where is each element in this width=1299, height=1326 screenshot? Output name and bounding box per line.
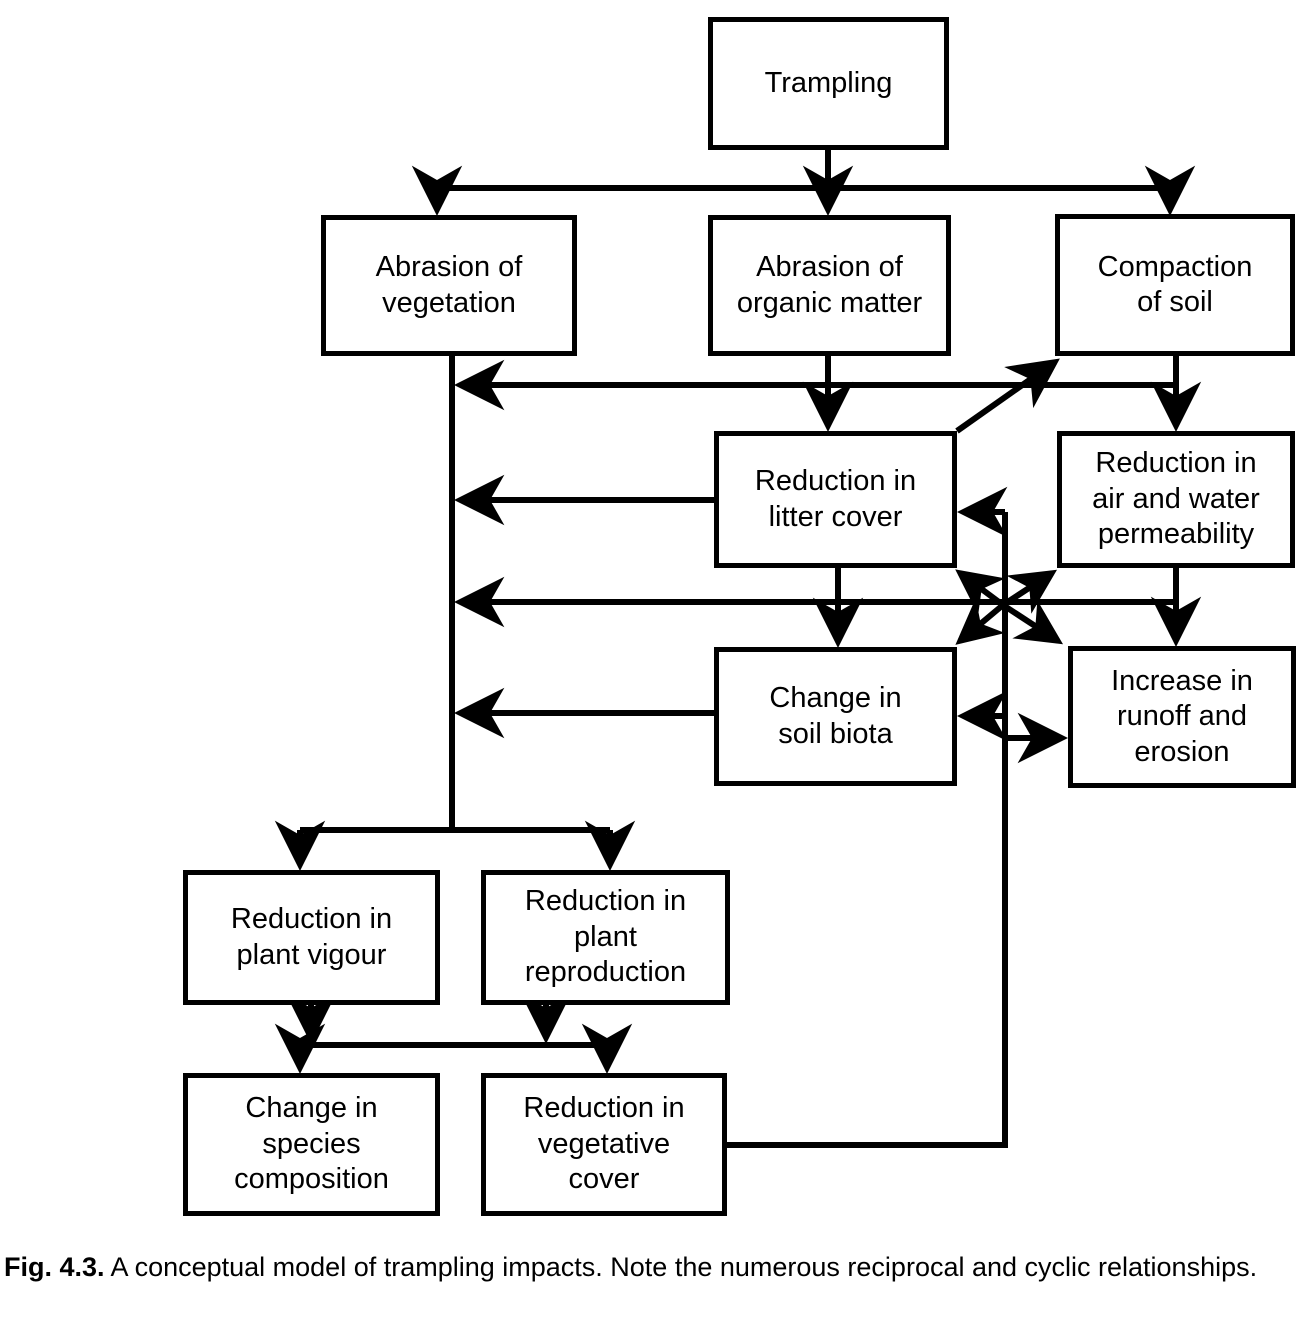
node-change-in-species-composition[interactable]: Change in species composition (183, 1073, 440, 1216)
node-compaction-of-soil-label: Compaction of soil (1097, 250, 1253, 318)
node-abrasion-of-organic-matter[interactable]: Abrasion of organic matter (708, 215, 951, 356)
node-trampling[interactable]: Trampling (708, 17, 949, 150)
edge-hub-to-soil-biota-diagonal (955, 598, 1005, 645)
node-reduction-in-plant-vigour[interactable]: Reduction in plant vigour (183, 870, 440, 1005)
node-reduction-in-plant-reproduction[interactable]: Reduction in plant reproduction (481, 870, 730, 1005)
node-reduction-in-plant-reproduction-label: Reduction in plant reproduction (524, 885, 687, 989)
edge-hub-to-permeability-diagonal (1001, 569, 1058, 614)
edge-veg-cover-feedback-riser (727, 512, 1008, 1148)
node-change-in-soil-biota-label: Change in soil biota (769, 682, 902, 750)
edge-hub-to-runoff-diagonal (1001, 600, 1064, 645)
node-compaction-of-soil[interactable]: Compaction of soil (1055, 214, 1295, 356)
flowchart-connectors (274, 150, 1202, 1148)
node-reduction-in-air-and-water-permeability-label: Reduction in air and water permeability (1092, 447, 1260, 551)
node-reduction-in-litter-cover[interactable]: Reduction in litter cover (714, 431, 957, 568)
figure-number: Fig. 4.3. (4, 1252, 105, 1282)
edge-litter-to-compaction-diagonal (955, 358, 1060, 434)
node-increase-in-runoff-and-erosion-label: Increase in runoff and erosion (1111, 664, 1253, 768)
node-increase-in-runoff-and-erosion[interactable]: Increase in runoff and erosion (1068, 646, 1296, 788)
node-abrasion-of-vegetation[interactable]: Abrasion of vegetation (321, 215, 577, 356)
node-change-in-soil-biota[interactable]: Change in soil biota (714, 647, 957, 786)
figure-caption: Fig. 4.3. A conceptual model of tramplin… (4, 1248, 1296, 1287)
node-reduction-in-litter-cover-label: Reduction in litter cover (754, 465, 917, 533)
figure-caption-text: A conceptual model of trampling impacts.… (104, 1252, 1258, 1282)
node-abrasion-of-organic-matter-label: Abrasion of organic matter (736, 251, 923, 319)
node-change-in-species-composition-label: Change in species composition (234, 1092, 389, 1196)
node-reduction-in-plant-vigour-label: Reduction in plant vigour (230, 903, 393, 971)
node-reduction-in-air-and-water-permeability[interactable]: Reduction in air and water permeability (1057, 431, 1295, 568)
node-reduction-in-vegetative-cover[interactable]: Reduction in vegetative cover (481, 1073, 727, 1216)
node-trampling-label: Trampling (764, 66, 893, 99)
node-reduction-in-vegetative-cover-label: Reduction in vegetative cover (523, 1092, 685, 1196)
node-abrasion-of-vegetation-label: Abrasion of vegetation (375, 251, 523, 319)
